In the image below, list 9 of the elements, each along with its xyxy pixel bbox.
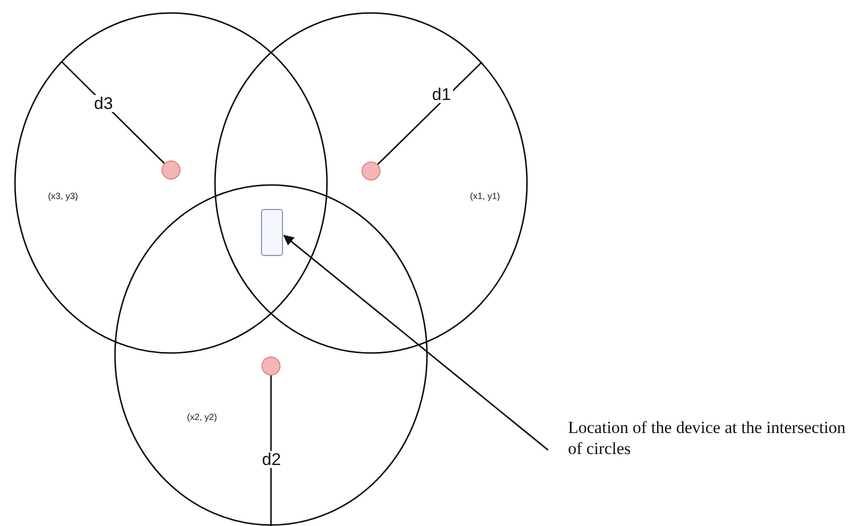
distance-label: d3 (92, 95, 115, 112)
distance-label: d1 (430, 86, 453, 103)
coordinate-label: (x1, y1) (470, 191, 500, 201)
coordinate-label: (x3, y3) (48, 191, 78, 201)
device-marker (261, 209, 283, 256)
distance-label: d2 (260, 451, 283, 468)
coordinate-label: (x2, y2) (187, 412, 218, 422)
annotation-text: Location of the device at the intersection of circles (568, 417, 860, 460)
leader-arrow (283, 234, 548, 451)
